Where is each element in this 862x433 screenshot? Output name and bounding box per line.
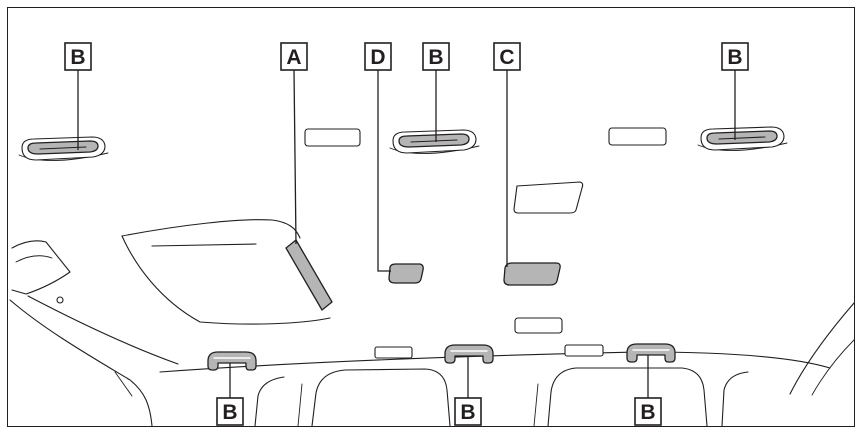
handle-body	[207, 351, 257, 371]
callout-box	[422, 42, 450, 71]
callout-box	[493, 42, 521, 71]
windshield-inner-line	[151, 243, 257, 247]
callout-label: B	[222, 401, 237, 424]
leader-line-d	[377, 70, 391, 272]
callout-b-rear-left: B	[216, 397, 244, 426]
handle-body	[626, 343, 676, 363]
callout-label: B	[640, 401, 655, 424]
grab-handle-rear-center	[444, 344, 494, 364]
callout-box	[216, 397, 244, 426]
headliner-rear-edge	[159, 351, 831, 373]
grab-handle-rear-right	[626, 343, 676, 363]
rear-seat-right-back	[547, 367, 708, 427]
callout-b-front-right: B	[721, 42, 749, 71]
grab-handle-rear-left	[207, 351, 257, 371]
a-pillar-upper-line	[27, 295, 179, 365]
callout-label: D	[370, 46, 385, 69]
sun-visor-inner-line	[15, 255, 53, 263]
callout-b-front-center: B	[422, 42, 450, 71]
rear-seat-left-edge	[254, 376, 285, 427]
callout-label: B	[727, 46, 742, 69]
callout-d: D	[364, 42, 392, 71]
callout-box	[634, 397, 662, 426]
callout-box	[454, 397, 482, 426]
ceiling-panel-outline	[374, 346, 413, 359]
component-d-panel	[388, 263, 424, 284]
rear-seat-left-back	[311, 368, 451, 427]
ceiling-panel-outline	[564, 344, 604, 357]
callout-box	[280, 42, 308, 71]
grab-handle-front-left	[18, 136, 109, 161]
callout-box	[721, 42, 749, 71]
component-a-strip	[285, 239, 333, 311]
windshield-top-edge	[121, 219, 301, 239]
callout-box	[364, 42, 392, 71]
sun-visor	[11, 240, 71, 295]
callout-b-rear-center: B	[454, 397, 482, 426]
callout-label: A	[286, 46, 301, 69]
callout-b-rear-right: B	[634, 397, 662, 426]
callout-b-front-left: B	[64, 42, 92, 71]
callout-box	[64, 42, 92, 71]
handle-grip-line	[410, 139, 458, 143]
callout-a: A	[280, 42, 308, 71]
windshield-lower-edge	[121, 235, 331, 325]
callout-c: C	[493, 42, 521, 71]
ceiling-panel-outline	[514, 317, 563, 334]
visor-clip	[56, 296, 64, 304]
callout-label: B	[70, 46, 85, 69]
c-pillar-right	[789, 302, 855, 395]
leader-line-a	[293, 69, 297, 245]
ceiling-panel-outline	[608, 127, 667, 146]
grab-handle-front-center	[389, 129, 480, 154]
a-pillar-trim-line	[114, 371, 133, 397]
handle-grip-line	[718, 136, 766, 140]
callout-label: B	[460, 401, 475, 424]
rear-seat-left-side	[297, 383, 303, 427]
rear-seat-right-edge	[721, 371, 749, 427]
line-art	[9, 219, 855, 427]
overhead-console-outline	[513, 181, 584, 214]
grab-handle-front-right	[697, 126, 788, 151]
diagram-frame	[7, 7, 855, 427]
rear-seat-right-side	[533, 383, 539, 427]
c-pillar-right-trim	[811, 339, 855, 396]
callout-label: C	[499, 46, 514, 69]
a-pillar-lower-line	[9, 299, 153, 427]
component-c-panel	[503, 262, 561, 286]
ceiling-panel-outline	[304, 128, 361, 147]
handle-body	[444, 344, 494, 364]
callout-label: B	[428, 46, 443, 69]
